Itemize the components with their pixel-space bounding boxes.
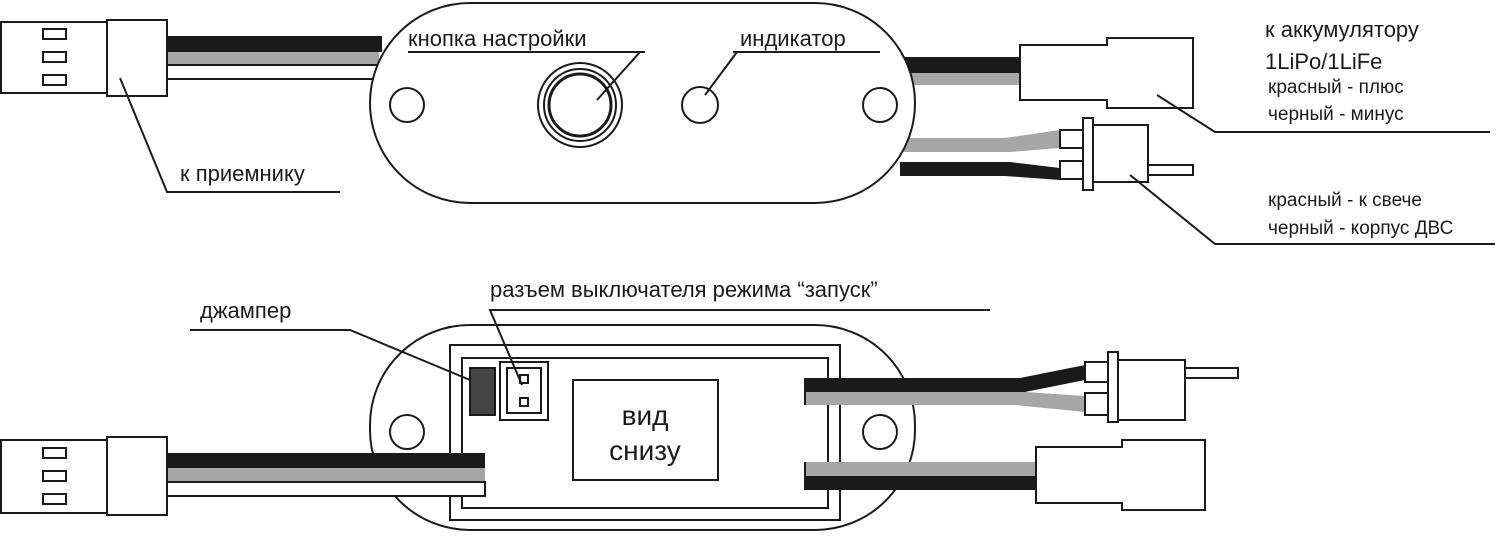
view-line-2: снизу [609, 435, 681, 466]
indicator-led [681, 86, 719, 124]
mount-hole-left [389, 87, 425, 123]
battery-wires-top [900, 57, 1020, 85]
mount-hole-right [862, 87, 898, 123]
spark-plug-connector-top [1059, 117, 1194, 191]
battery-label-2: 1LiPo/1LiFe [1265, 49, 1382, 74]
plug-black: черный - корпус ДВС [1268, 218, 1453, 239]
battery-black: черный - минус [1268, 104, 1404, 125]
receiver-label: к приемнику [180, 161, 305, 186]
start-switch-connector[interactable] [499, 361, 549, 421]
button-leader [408, 51, 645, 101]
battery-wires-bottom [804, 462, 1037, 490]
jumper-leader [190, 329, 471, 381]
receiver-leader [119, 77, 340, 193]
servo-connector-top [0, 19, 168, 97]
battery-label-1: к аккумулятору [1265, 17, 1419, 42]
switch-connector-label: разъем выключателя режима “запуск” [490, 277, 878, 302]
spark-plug-connector-bottom [1084, 351, 1239, 423]
setup-button[interactable] [537, 62, 623, 148]
indicator-leader [704, 51, 880, 96]
battery-red: красный - плюс [1268, 77, 1404, 98]
indicator-label: индикатор [740, 26, 846, 51]
plug-red: красный - к свече [1268, 190, 1422, 211]
button-label: кнопка настройки [408, 26, 587, 51]
receiver-wires [166, 36, 382, 80]
view-label-box [572, 379, 719, 481]
mount-hole-left-bottom [389, 414, 425, 450]
receiver-wires-bottom [166, 453, 486, 497]
bottom-view: вид снизу [0, 277, 1239, 531]
battery-connector-top [1019, 37, 1194, 109]
mount-hole-right-bottom [862, 414, 898, 450]
plug-wires-top [900, 130, 1060, 180]
battery-leader [1156, 94, 1490, 133]
jumper-label: джампер [200, 298, 291, 323]
view-line-1: вид [622, 400, 669, 431]
battery-connector-bottom [1035, 439, 1206, 511]
servo-connector-bottom [0, 436, 168, 516]
top-view: кнопка настройки индикатор к приемнику к… [0, 2, 1495, 245]
switch-connector-leader [488, 309, 990, 386]
plug-wires-bottom [804, 365, 1085, 412]
jumper[interactable] [469, 367, 496, 416]
plug-leader [1129, 174, 1495, 245]
